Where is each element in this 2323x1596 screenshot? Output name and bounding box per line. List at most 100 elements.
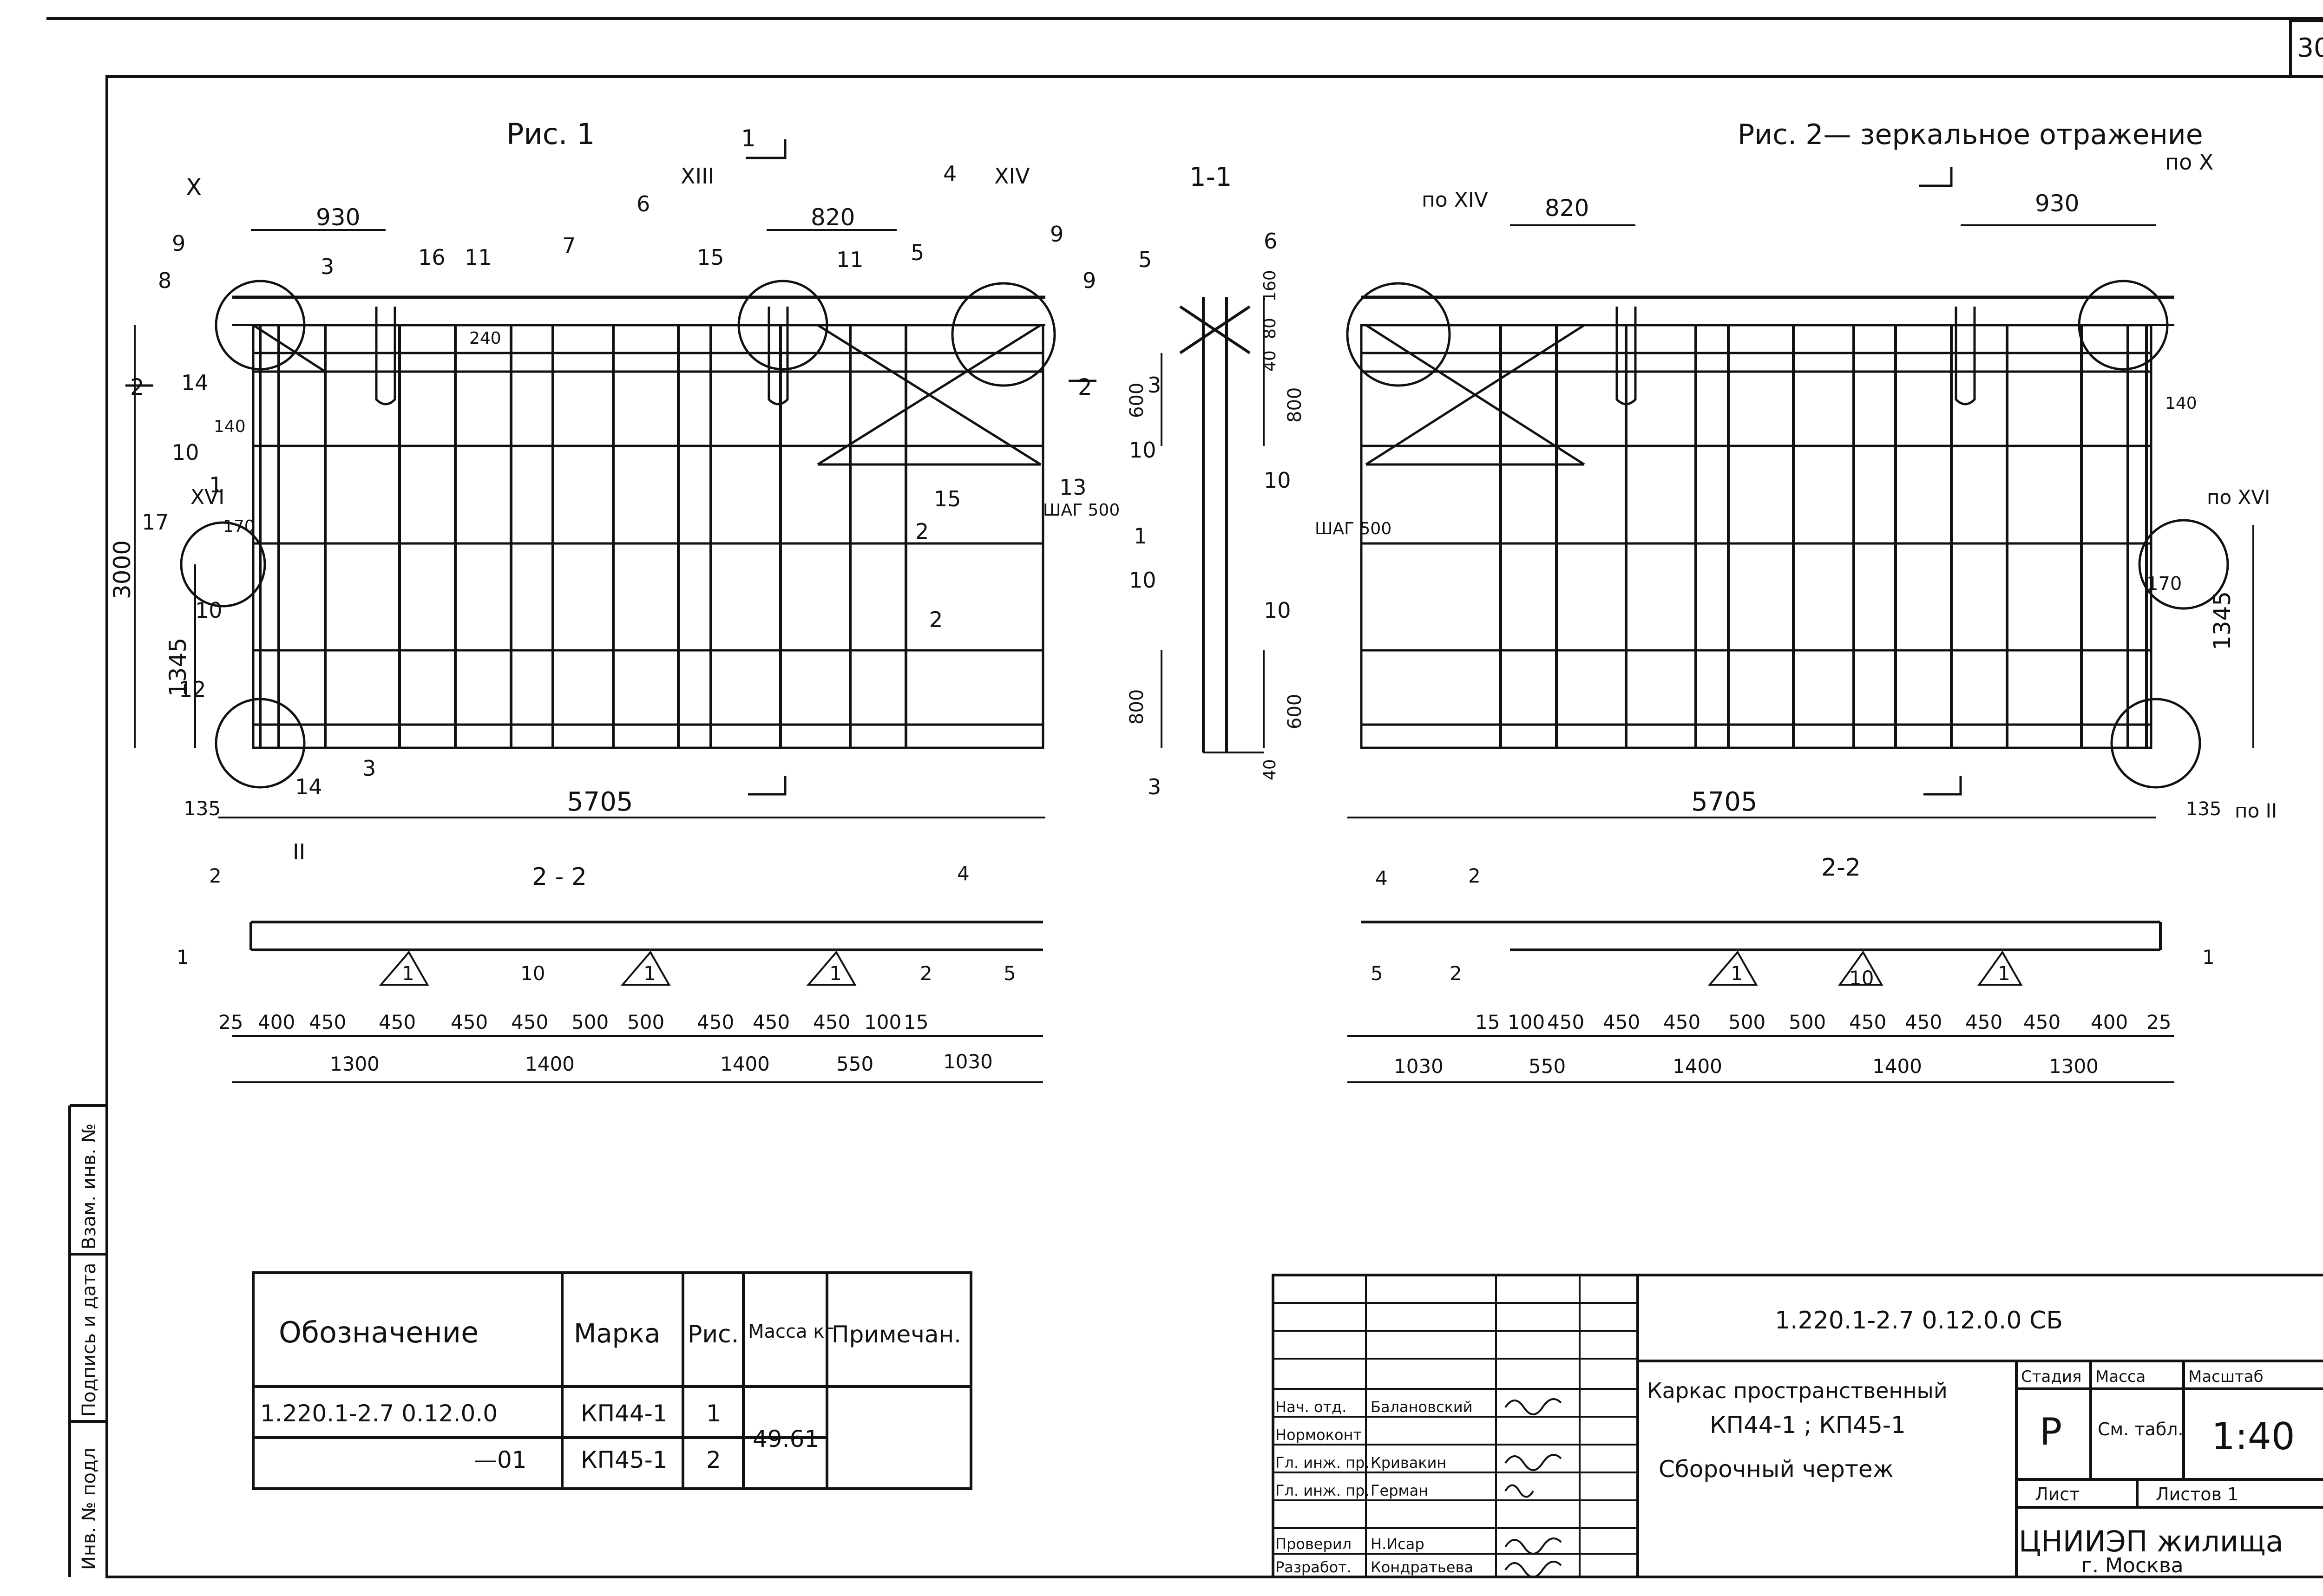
fig1-dim-930: 930 xyxy=(316,204,360,231)
fig1-callout-15: 15 xyxy=(697,245,724,270)
fig1-callout-7: 7 xyxy=(562,233,576,258)
fig1-dim-3000: 3000 xyxy=(109,540,136,599)
section-2-2-left: 2 - 2 25 400 450 450 450 450 500 500 450… xyxy=(177,862,1043,1083)
spec-row2-designation: —01 xyxy=(474,1446,527,1473)
tb-name-line1: Каркас пространственный xyxy=(1647,1378,1948,1403)
section-22-left-sp-3: 450 xyxy=(379,1011,416,1033)
section-22-right-gr-0: 1030 xyxy=(1394,1055,1444,1078)
figure-2: Рис. 2— зеркальное отражение xyxy=(1315,118,2277,822)
section-22-left-callout-1: 1 xyxy=(177,946,189,968)
section-11-dim-800b: 800 xyxy=(1126,689,1148,725)
signature-marks xyxy=(1504,1398,1562,1578)
section-22-right-sp-9: 450 xyxy=(1965,1011,2002,1033)
section-22-right-gr-4: 1300 xyxy=(2049,1055,2099,1078)
section-22-right-sp-7: 450 xyxy=(1849,1011,1886,1033)
section-22-left-sp-7: 500 xyxy=(627,1011,664,1033)
fig1-callout-14b: 14 xyxy=(295,774,322,799)
section-11-dim-40b: 40 xyxy=(1260,759,1280,780)
fig1-callout-9c: 9 xyxy=(1083,268,1096,293)
tb-sheet-label: Лист xyxy=(2035,1484,2080,1504)
section-22-right-sp-3: 450 xyxy=(1603,1011,1640,1033)
tb-sig-name-2: Кривакин xyxy=(1371,1454,1446,1472)
fig1-callout-10: 10 xyxy=(172,440,199,465)
section-22-left-callout-2: 2 xyxy=(209,864,222,887)
fig1-roman-x: X xyxy=(186,174,202,201)
fig1-callout-3: 3 xyxy=(321,254,334,279)
spec-row1-mark: КП44-1 xyxy=(581,1400,668,1427)
sheet-frame xyxy=(46,17,2323,1578)
fig1-dim-5705: 5705 xyxy=(567,787,633,817)
section-22-right-sp-6: 500 xyxy=(1789,1011,1826,1033)
fig1-callout-16: 16 xyxy=(418,245,446,270)
section-11-callout-3: 3 xyxy=(1148,373,1161,398)
section-22-left-sp-11: 100 xyxy=(864,1011,901,1033)
spec-header-mass: Масса кг xyxy=(748,1321,834,1342)
fig1-callout-11: 11 xyxy=(465,245,492,270)
fig1-callout-1: 1 xyxy=(209,472,223,497)
tb-mass-value: См. табл. xyxy=(2098,1419,2184,1439)
section-22-left-callout-4: 4 xyxy=(957,862,970,885)
section-11-dim-800a: 800 xyxy=(1284,387,1306,423)
section-22-left-callout-2b: 2 xyxy=(920,962,932,985)
section-22-right-sp-8: 450 xyxy=(1905,1011,1942,1033)
tb-sig-role-0: Нач. отд. xyxy=(1275,1398,1346,1416)
fig1-callout-2b: 2 xyxy=(929,607,943,632)
section-22-left-sp-9: 450 xyxy=(753,1011,790,1033)
fig2-dim-140: 140 xyxy=(2165,394,2197,413)
section-22-right-callout-1b: 1 xyxy=(1731,962,1743,985)
section-11-callout-1: 1 xyxy=(1134,523,1147,549)
fig1-callout-6: 6 xyxy=(637,191,650,216)
section-22-left-callout-1c: 1 xyxy=(829,962,842,985)
tb-scale-value: 1:40 xyxy=(2211,1415,2295,1458)
spec-table: Обозначение Марка Рис. Масса кг Примечан… xyxy=(252,1271,972,1490)
fig2-title: Рис. 2— зеркальное отражение xyxy=(1738,118,2203,151)
fig1-dim-240: 240 xyxy=(469,329,501,348)
section-22-right-sp-4: 450 xyxy=(1663,1011,1700,1033)
section-22-right-sp-5: 500 xyxy=(1728,1011,1765,1033)
tb-sig-role-3: Гл. инж. пр. xyxy=(1275,1482,1370,1499)
fig2-dim-5705: 5705 xyxy=(1691,787,1758,817)
title-block: 1.220.1-2.7 0.12.0.0 СБ Каркас пространс… xyxy=(1272,1274,2323,1578)
fig2-dim-135: 135 xyxy=(2186,798,2221,820)
fig1-callout-15b: 15 xyxy=(934,486,961,511)
section-22-right-title: 2-2 xyxy=(1821,854,1861,882)
section-22-left-sp-10: 450 xyxy=(813,1011,850,1033)
section-22-left-sp-2: 450 xyxy=(309,1011,346,1033)
section-22-left-gr-3: 550 xyxy=(836,1053,873,1075)
side-stamp-sign: Подпись и дата xyxy=(79,1263,100,1417)
fig1-cut2-right: 2 xyxy=(1078,374,1092,400)
fig1-step: ШАГ 500 xyxy=(1043,501,1120,520)
tb-stage-label: Стадия xyxy=(2021,1367,2081,1386)
fig1-callout-14: 14 xyxy=(181,370,209,395)
tb-name-line3: Сборочный чертеж xyxy=(1659,1456,1894,1483)
tb-sig-name-5: Н.Исар xyxy=(1371,1535,1424,1553)
section-22-right-sp-1: 100 xyxy=(1508,1011,1545,1033)
section-22-left-callout-5: 5 xyxy=(1004,962,1016,985)
tb-sig-role-1: Нормоконт xyxy=(1275,1426,1362,1444)
section-22-right-callout-1: 1 xyxy=(2202,946,2215,968)
tb-code: 1.220.1-2.7 0.12.0.0 СБ xyxy=(1775,1307,2063,1334)
section-22-right-gr-3: 1400 xyxy=(1872,1055,1922,1078)
fig2-dim-820: 820 xyxy=(1545,195,1589,222)
tb-scale-label: Масштаб xyxy=(2188,1367,2264,1386)
fig1-cut-mark: 1 xyxy=(741,125,756,152)
tb-org-line2: г. Москва xyxy=(2081,1554,2184,1577)
fig2-roman-po-ii: по II xyxy=(2235,799,2277,822)
section-1-1: 1-1 600 160 80 40 800 800 600 40 5 6 3 1 xyxy=(1126,162,1306,799)
section-11-callout-10: 10 xyxy=(1129,438,1156,463)
tb-sig-role-6: Разработ. xyxy=(1275,1558,1352,1576)
spec-row1-designation: 1.220.1-2.7 0.12.0.0 xyxy=(260,1400,498,1427)
spec-header-designation: Обозначение xyxy=(279,1315,479,1349)
tb-sig-name-6: Кондратьева xyxy=(1371,1558,1473,1576)
fig1-title: Рис. 1 xyxy=(506,117,595,151)
section-11-callout-10c: 10 xyxy=(1129,568,1156,593)
section-22-right-sp-0: 15 xyxy=(1475,1011,1500,1033)
section-11-callout-6: 6 xyxy=(1264,229,1277,254)
section-22-right-callout-1c: 1 xyxy=(1998,962,2010,985)
fig1-dim-140: 140 xyxy=(214,417,246,436)
tb-sheets-label: Листов 1 xyxy=(2156,1484,2238,1504)
fig2-roman-po-xvi: по XVI xyxy=(2207,486,2270,509)
fig2-roman-po-x: по X xyxy=(2165,150,2213,175)
section-22-right-callout-2b: 2 xyxy=(1450,962,1462,985)
